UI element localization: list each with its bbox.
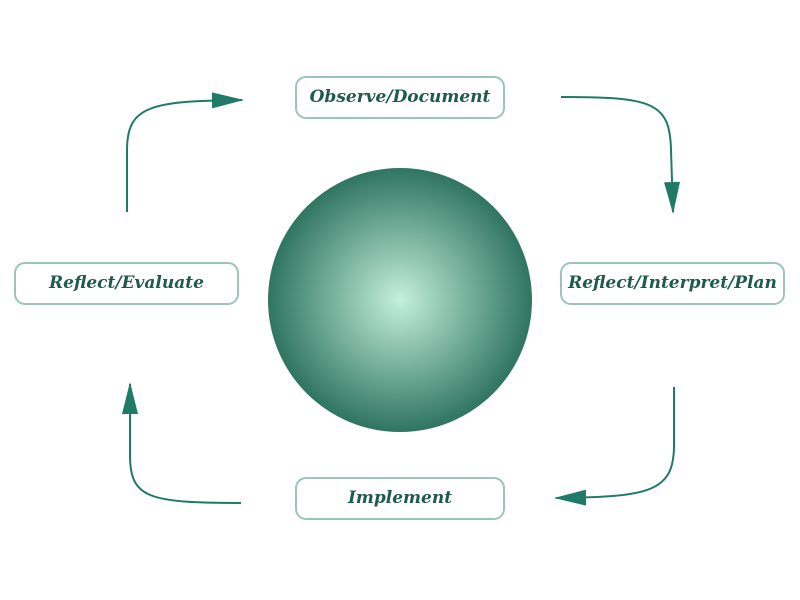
arrow-evaluate-to-observe <box>126 92 244 212</box>
node-label: Reflect/Interpret/Plan <box>567 273 777 293</box>
node-label: Observe/Document <box>310 87 491 107</box>
node-reflect-evaluate: Reflect/Evaluate <box>14 262 239 305</box>
arrow-interpret-to-implement <box>554 387 675 506</box>
node-implement: Implement <box>295 477 505 520</box>
node-box <box>14 262 239 305</box>
arrow-implement-to-evaluate <box>122 382 242 504</box>
node-reflect-interpret-plan: Reflect/Interpret/Plan <box>560 262 785 305</box>
node-observe-document: Observe/Document <box>295 76 505 119</box>
node-box <box>295 477 505 520</box>
center-sphere <box>268 168 532 432</box>
node-label: Implement <box>347 488 452 508</box>
node-box <box>560 262 785 305</box>
arrow-observe-to-interpret <box>560 96 681 214</box>
node-box <box>295 76 505 119</box>
node-label: Reflect/Evaluate <box>48 273 204 293</box>
